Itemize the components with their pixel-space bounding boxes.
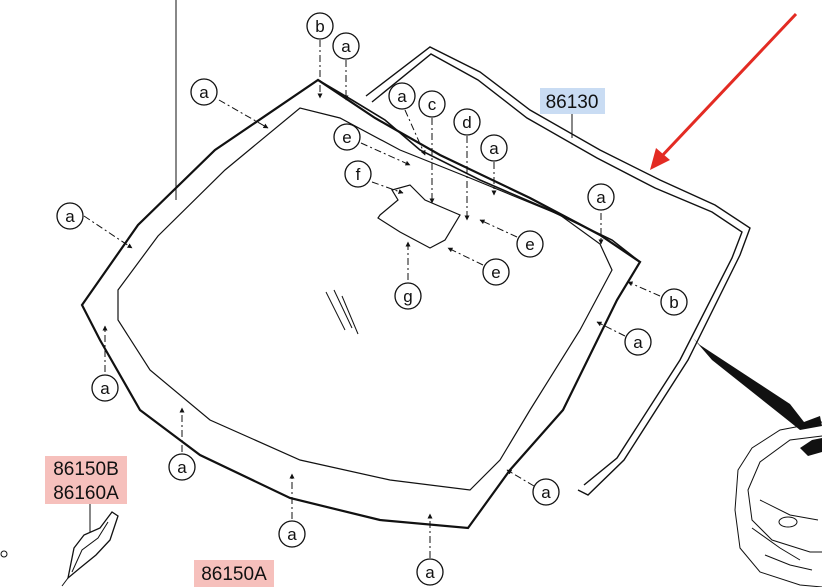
svg-text:a: a <box>287 525 297 544</box>
svg-text:a: a <box>341 37 351 56</box>
svg-text:a: a <box>633 333 643 352</box>
svg-text:a: a <box>541 483 551 502</box>
callout-a-12: a <box>416 558 444 586</box>
red-arrow-icon <box>650 12 798 170</box>
svg-text:d: d <box>462 113 471 132</box>
callout-a-7: a <box>624 328 652 356</box>
callout-a-11: a <box>278 520 306 548</box>
windshield-glass <box>80 78 642 530</box>
svg-text:e: e <box>525 235 534 254</box>
callout-a-9: a <box>91 374 119 402</box>
moulding-strip <box>365 46 751 496</box>
callout-c: c <box>418 90 446 118</box>
svg-text:e: e <box>342 128 351 147</box>
svg-text:a: a <box>425 563 435 582</box>
callout-a-8: a <box>532 478 560 506</box>
callout-g: g <box>394 282 422 310</box>
svg-text:f: f <box>356 165 361 184</box>
callout-e-2: e <box>516 230 544 258</box>
svg-text:a: a <box>177 458 187 477</box>
callout-d: d <box>453 108 481 136</box>
svg-text:b: b <box>315 17 324 36</box>
callout-a-6: a <box>587 183 615 211</box>
mirror-bracket-part <box>0 511 119 587</box>
svg-text:86160A: 86160A <box>53 483 119 504</box>
svg-text:86130: 86130 <box>546 92 599 113</box>
car-silhouette-icon <box>693 338 822 587</box>
svg-text:e: e <box>491 263 500 282</box>
svg-text:a: a <box>199 83 209 102</box>
part-label-86130: 86130 <box>540 88 605 138</box>
svg-text:86150A: 86150A <box>201 564 267 585</box>
callout-a-3: a <box>56 202 84 230</box>
callout-a-10: a <box>168 453 196 481</box>
svg-text:86150B: 86150B <box>53 459 119 480</box>
callout-b-2: b <box>660 288 688 316</box>
callout-a-4: a <box>388 82 416 110</box>
svg-text:a: a <box>100 379 110 398</box>
svg-text:g: g <box>403 287 412 306</box>
callout-e-3: e <box>482 258 510 286</box>
svg-text:a: a <box>596 188 606 207</box>
callout-bubbles: a b a a a c d a e f e e g a b a a a a a … <box>56 12 688 586</box>
svg-text:b: b <box>669 293 678 312</box>
svg-text:a: a <box>397 87 407 106</box>
callout-e-1: e <box>333 123 361 151</box>
svg-text:a: a <box>489 139 499 158</box>
part-label-86150B-86160A: 86150B 86160A <box>45 456 127 532</box>
callout-a-1: a <box>190 78 218 106</box>
callout-f: f <box>344 160 372 188</box>
part-label-86150A: 86150A <box>194 560 274 587</box>
callout-a-2: a <box>332 32 360 60</box>
callout-b-1: b <box>306 12 334 40</box>
svg-text:c: c <box>428 95 437 114</box>
svg-text:a: a <box>65 207 75 226</box>
leader-lines <box>83 40 661 558</box>
callout-a-5: a <box>480 134 508 162</box>
